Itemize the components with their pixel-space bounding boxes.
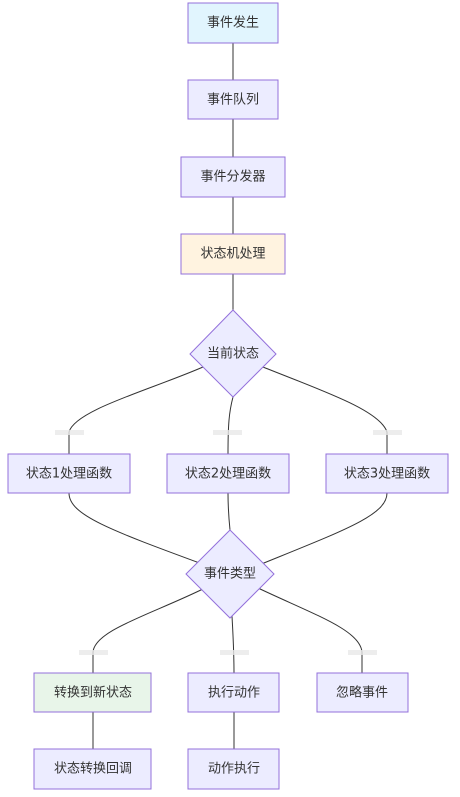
node-event-dispatcher: 事件分发器 [180,156,286,198]
node-ignore-event: 忽略事件 [316,672,409,713]
node-state1-handler-box [7,453,131,494]
node-state1-handler-label: 状态1处理函数 [26,467,112,482]
node-current-state: 当前状态 [189,309,277,398]
edge-label-3 [373,430,402,435]
edge-labels [55,430,402,655]
node-current-state-diamond [189,309,277,398]
node-event-occurs-box [187,2,279,44]
node-event-type: 事件类型 [185,529,275,619]
node-event-type-label: 事件类型 [204,567,256,582]
node-state1-handler: 状态1处理函数 [7,453,131,494]
node-event-queue-box [187,79,279,120]
node-event-dispatcher-label: 事件分发器 [200,169,265,185]
node-execute-action-box [187,672,280,713]
edge-type-to-ignore [257,587,363,673]
node-transition-new-state: 转换到新状态 [33,672,152,713]
edge-handler1-to-type [68,492,206,566]
node-state2-handler-label: 状态2处理函数 [185,467,271,482]
node-event-type-diamond [185,529,275,619]
node-state2-handler: 状态2处理函数 [166,453,290,494]
edge-label-1 [55,430,84,435]
node-transition-new-state-box [33,672,152,713]
node-state3-handler: 状态3处理函数 [325,453,449,494]
node-state3-handler-label: 状态3处理函数 [344,467,430,482]
node-state-machine-process: 状态机处理 [180,233,286,275]
node-state-transition-callback-label: 状态转换回调 [54,762,132,777]
edge-label-4 [79,650,108,655]
node-current-state-label: 当前状态 [207,346,259,362]
edges [68,43,388,749]
node-state-machine-process-box [180,233,286,275]
node-event-occurs: 事件发生 [187,2,279,44]
edge-label-5 [220,650,249,655]
node-action-execution-label: 动作执行 [208,762,260,777]
node-state-transition-callback-box [33,748,152,790]
node-action-execution-box [187,748,280,790]
edge-state-to-handler2 [227,396,234,455]
edge-state-to-handler1 [68,366,204,454]
node-state-transition-callback: 状态转换回调 [33,748,152,790]
edge-handler3-to-type [258,492,388,566]
edge-type-to-execute [231,615,235,674]
node-ignore-event-box [316,672,409,713]
node-execute-action: 执行动作 [187,672,280,713]
node-event-occurs-label: 事件发生 [207,15,259,31]
node-event-queue-label: 事件队列 [207,93,259,108]
edge-type-to-transition [92,587,206,673]
node-event-dispatcher-box [180,156,286,198]
node-ignore-event-label: 忽略事件 [336,685,388,701]
node-action-execution: 动作执行 [187,748,280,790]
node-execute-action-label: 执行动作 [208,686,260,701]
nodes: 事件发生 事件队列 事件分发器 状态机处理 当前状态 状态1处理函数 状态2处理… [7,2,449,790]
edge-handler2-to-type [227,492,231,531]
node-event-queue: 事件队列 [187,79,279,120]
edge-label-6 [348,650,377,655]
node-state2-handler-box [166,453,290,494]
node-state3-handler-box [325,453,449,494]
edge-state-to-handler3 [262,366,388,454]
node-state-machine-process-label: 状态机处理 [200,247,265,262]
edge-label-2 [213,430,242,435]
node-transition-new-state-label: 转换到新状态 [54,685,132,701]
